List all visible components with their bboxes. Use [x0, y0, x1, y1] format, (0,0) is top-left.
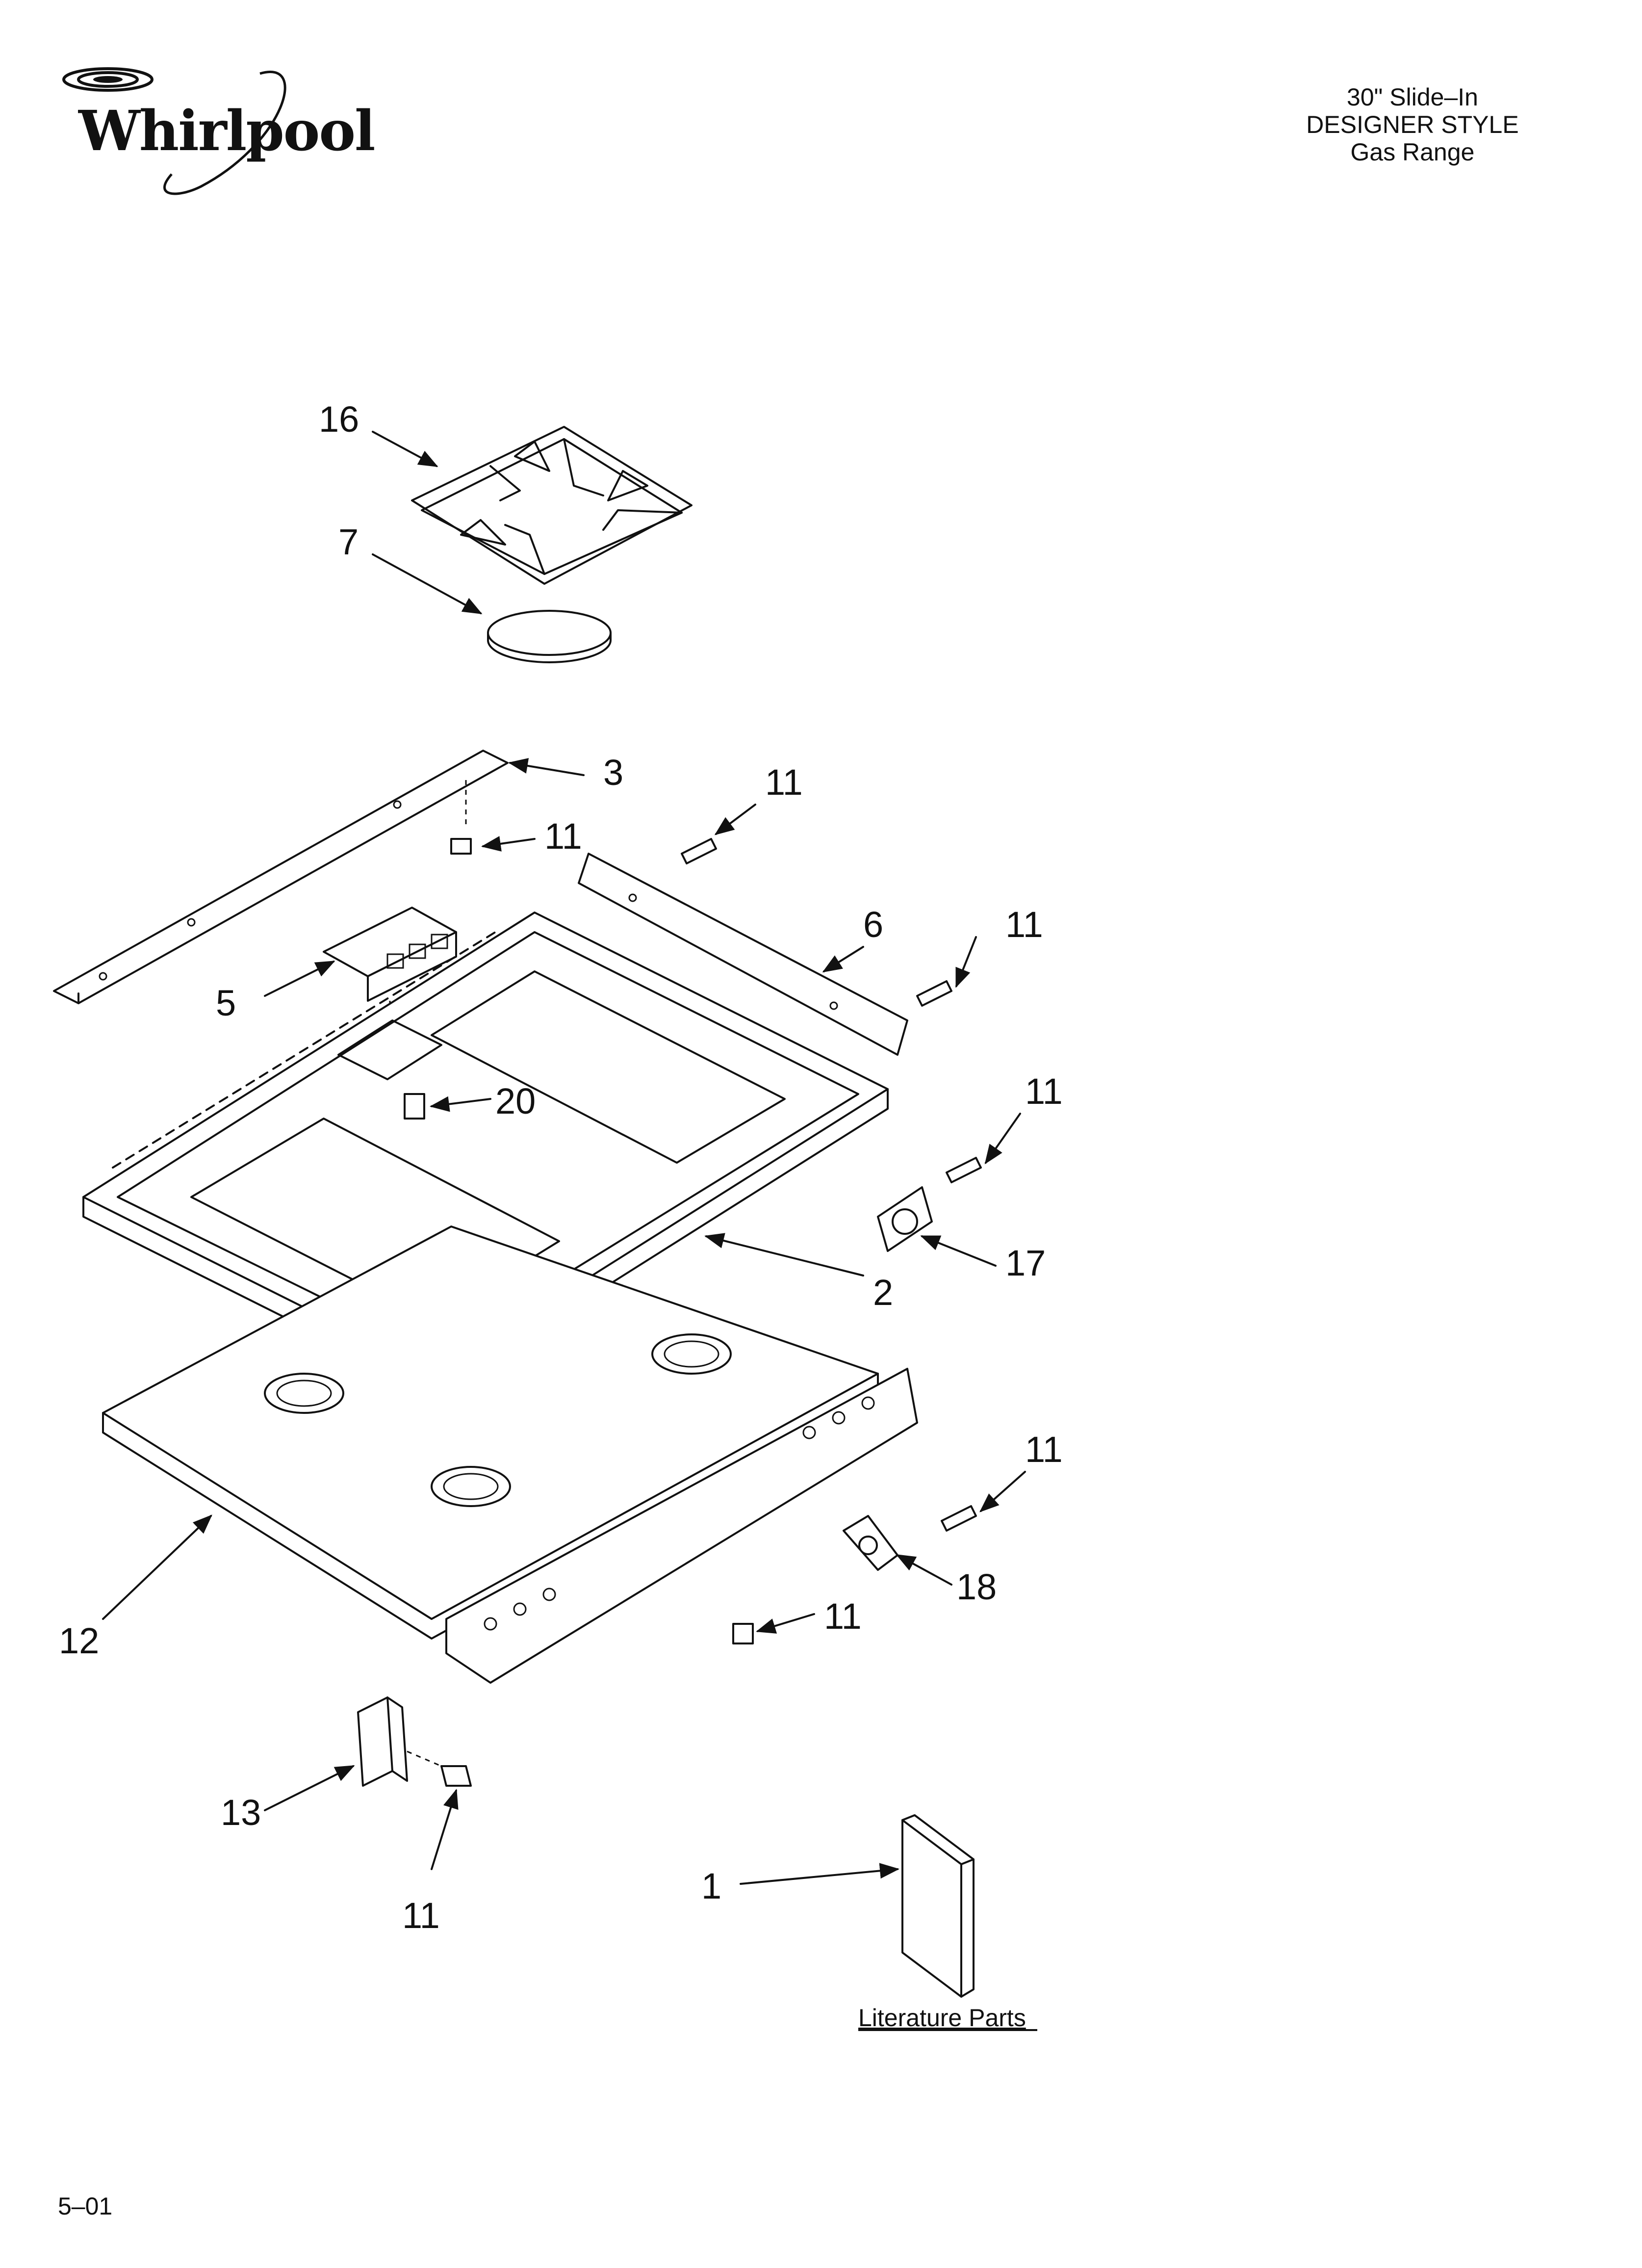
callout-11-right: 11 [1025, 1071, 1063, 1112]
callout-16: 16 [319, 399, 359, 440]
callout-20: 20 [495, 1081, 536, 1121]
burner-grate [411, 426, 693, 585]
burner-cap [487, 610, 612, 663]
side-trim-bar [578, 853, 908, 1056]
callout-11-top: 11 [765, 762, 803, 803]
page-code: 5–01 [58, 2192, 113, 2220]
brand-wordmark: Whirlpool [78, 99, 376, 163]
callout-11-bracket: 11 [402, 1895, 440, 1936]
whirlpool-swirl-icon [62, 67, 286, 195]
mounting-bracket [357, 1696, 442, 1787]
screw-icons [404, 838, 982, 1787]
literature-booklet [901, 1814, 975, 1998]
callout-18: 18 [956, 1566, 997, 1607]
model-title: 30" Slide–In DESIGNER STYLE Gas Range [1265, 83, 1560, 166]
callout-7: 7 [338, 521, 359, 562]
callout-11-trim: 11 [544, 816, 582, 857]
thermostat-plate [877, 1186, 933, 1252]
whirlpool-logo: Whirlpool [54, 54, 376, 201]
callout-11-lower: 11 [1025, 1429, 1063, 1470]
ignition-switch [843, 1515, 898, 1571]
callout-17: 17 [1005, 1243, 1046, 1283]
callout-3: 3 [603, 752, 623, 793]
callout-12: 12 [59, 1620, 99, 1661]
leader-arrows [102, 431, 1026, 1885]
literature-parts-label: Literature Parts [858, 2004, 1026, 2032]
callout-11-side: 11 [1005, 904, 1043, 945]
callout-13: 13 [221, 1792, 261, 1833]
header-line-1: 30" Slide–In [1347, 83, 1478, 111]
callout-11-base: 11 [824, 1596, 862, 1637]
header-line-3: Gas Range [1350, 138, 1475, 166]
rear-trim-strip [53, 750, 509, 1004]
cooktop-base [102, 1225, 918, 1684]
callout-1: 1 [701, 1866, 721, 1906]
callout-6: 6 [863, 904, 883, 945]
callout-2: 2 [873, 1272, 893, 1313]
header-line-2: DESIGNER STYLE [1306, 111, 1519, 138]
callout-5: 5 [216, 983, 236, 1023]
